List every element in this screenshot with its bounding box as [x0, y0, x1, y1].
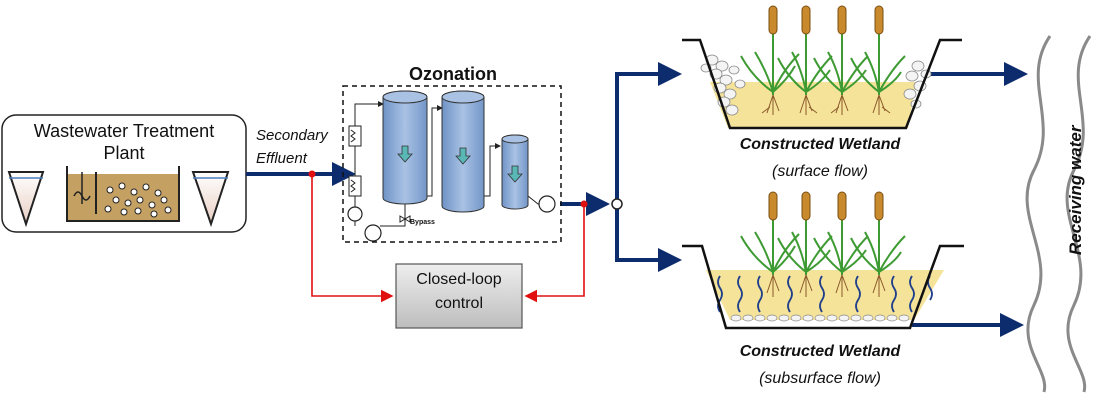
cw-surface-subtitle: (surface flow) [771, 163, 869, 180]
control-box [395, 263, 523, 329]
wetland-surface [682, 5, 962, 130]
secondary-effluent-line1: Secondary [256, 127, 328, 144]
cw-subsurface-title: Constructed Wetland [739, 343, 901, 360]
wwtp-block [1, 114, 247, 233]
reed-plants-2 [740, 191, 906, 297]
cw-subsurface-subtitle: (subsurface flow) [759, 370, 881, 387]
reed-plants-1 [740, 5, 906, 115]
heat-exchanger-icon [348, 125, 362, 197]
ozonation-unit [342, 85, 562, 243]
down-arrow-icon [397, 145, 523, 183]
valve-icon [399, 213, 411, 226]
main-flow [246, 62, 1028, 337]
pump-icon [347, 195, 556, 242]
wwtp-title-line1: Wastewater Treatment [33, 121, 215, 141]
wetland-subsurface [682, 191, 964, 330]
control-label-line1: Closed-loop [416, 271, 502, 288]
ozonation-title: Ozonation [409, 64, 497, 84]
wwtp-title: Wastewater Treatment Plant [2, 120, 246, 164]
control-label: Closed-loop control [396, 268, 522, 316]
cw-surface-title: Constructed Wetland [739, 136, 901, 153]
receiving-water-label: Receiving water [1066, 125, 1085, 255]
control-label-line2: control [434, 295, 484, 312]
wwtp-title-line2: Plant [103, 143, 145, 163]
flow-split-node [611, 198, 623, 210]
bypass-label: Bypass [410, 219, 435, 226]
secondary-effluent-label: Secondary Effluent [256, 124, 328, 170]
control-signals [311, 174, 585, 303]
secondary-effluent-line2: Effluent [256, 150, 307, 167]
receiving-water [1025, 35, 1092, 393]
